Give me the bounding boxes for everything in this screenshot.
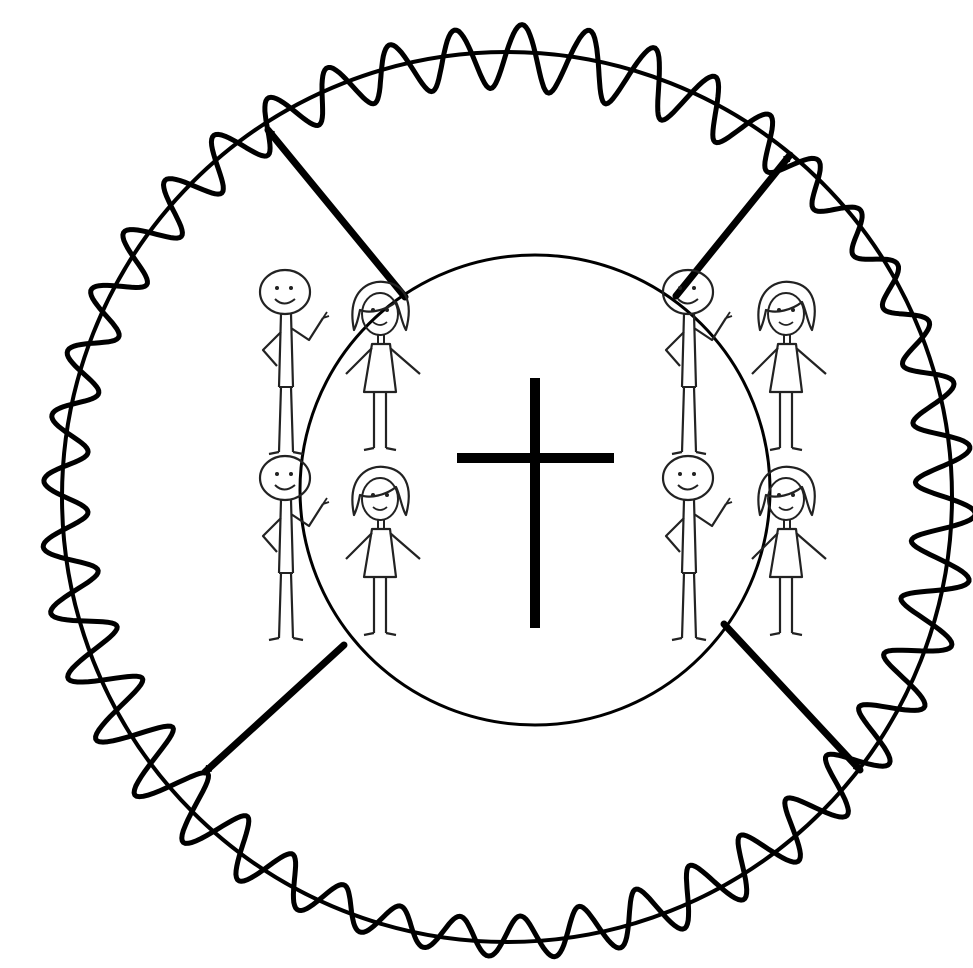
stick-woman-icon xyxy=(346,467,420,635)
arrow-up-left xyxy=(268,130,405,297)
stick-man-icon xyxy=(663,456,732,640)
stick-woman-icon xyxy=(346,282,420,450)
arrow-down-left xyxy=(205,645,344,772)
stick-man-icon xyxy=(260,456,329,640)
cross-icon xyxy=(457,378,614,628)
arrow-up-right xyxy=(676,155,790,296)
wavy-outer-ring xyxy=(43,25,973,957)
arrow-down-right xyxy=(724,624,860,770)
stick-man-icon xyxy=(260,270,329,454)
stick-woman-icon xyxy=(752,282,826,450)
